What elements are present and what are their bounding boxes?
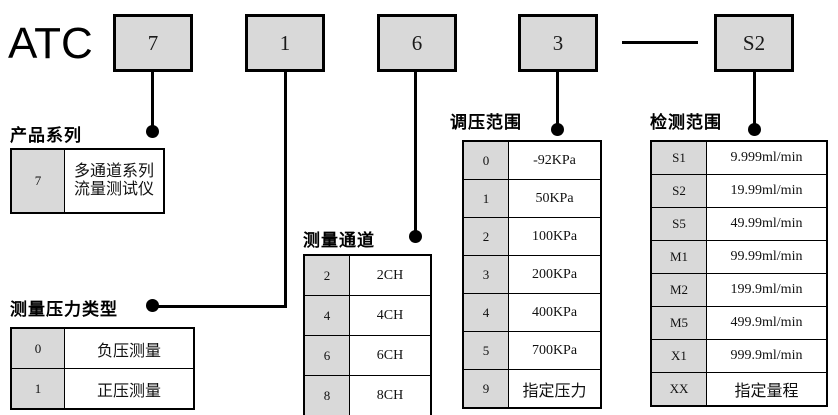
table-row[interactable]: X1 999.9ml/min (650, 339, 828, 373)
table-row[interactable]: S1 9.999ml/min (650, 140, 828, 175)
table-row[interactable]: S5 49.99ml/min (650, 207, 828, 241)
table-row[interactable]: 7 多通道系列 流量测试仪 (10, 148, 165, 214)
table-row[interactable]: S2 19.99ml/min (650, 174, 828, 208)
heading-pressure-type: 测量压力类型 (10, 300, 118, 319)
cell-value: 499.9ml/min (706, 306, 828, 340)
table-row[interactable]: 3 200KPa (462, 255, 602, 294)
cell-value: 2CH (349, 254, 432, 296)
table-row[interactable]: 1 50KPa (462, 179, 602, 218)
table-row[interactable]: 9 指定压力 (462, 369, 602, 409)
table-pressure-type: 0 负压测量 1 正压测量 (10, 327, 195, 410)
table-row[interactable]: 2 2CH (303, 254, 432, 296)
connector-series (151, 72, 154, 132)
separator-dash (622, 41, 698, 44)
connector-dot-series (146, 125, 159, 138)
cell-value: 49.99ml/min (706, 207, 828, 241)
table-series: 7 多通道系列 流量测试仪 (10, 148, 165, 214)
value-line-2: 流量测试仪 (73, 181, 154, 198)
table-row[interactable]: 1 正压测量 (10, 368, 195, 410)
code-box-pressure-type[interactable]: 1 (245, 14, 325, 72)
cell-code: 0 (10, 327, 65, 369)
cell-code: M2 (650, 273, 707, 307)
cell-code: 1 (10, 368, 65, 410)
cell-value: 负压测量 (64, 327, 195, 369)
brand-label: ATC (8, 19, 93, 68)
heading-detect-range: 检测范围 (650, 113, 722, 132)
table-channels: 2 2CH 4 4CH 6 6CH 8 8CH (303, 254, 432, 415)
table-row[interactable]: M5 499.9ml/min (650, 306, 828, 340)
cell-code: 5 (462, 331, 509, 370)
cell-code: S5 (650, 207, 707, 241)
table-row[interactable]: 4 400KPa (462, 293, 602, 332)
cell-code: XX (650, 372, 707, 407)
cell-code: 4 (303, 295, 350, 336)
cell-value: 指定量程 (706, 372, 828, 407)
table-row[interactable]: M2 199.9ml/min (650, 273, 828, 307)
cell-code: 0 (462, 140, 509, 180)
cell-code: 4 (462, 293, 509, 332)
cell-value: 正压测量 (64, 368, 195, 410)
cell-code: X1 (650, 339, 707, 373)
cell-code: 6 (303, 335, 350, 376)
table-row[interactable]: 6 6CH (303, 335, 432, 376)
table-row[interactable]: M1 99.99ml/min (650, 240, 828, 274)
cell-value: 999.9ml/min (706, 339, 828, 373)
table-row[interactable]: 0 负压测量 (10, 327, 195, 369)
cell-value: 100KPa (508, 217, 602, 256)
table-detect-range: S1 9.999ml/min S2 19.99ml/min S5 49.99ml… (650, 140, 828, 407)
table-row[interactable]: 8 8CH (303, 375, 432, 415)
cell-value: 400KPa (508, 293, 602, 332)
table-row[interactable]: 5 700KPa (462, 331, 602, 370)
code-box-channels[interactable]: 6 (377, 14, 457, 72)
code-box-series[interactable]: 7 (113, 14, 193, 72)
cell-code: 8 (303, 375, 350, 415)
connector-dot-pressure-type (146, 299, 159, 312)
cell-value: 99.99ml/min (706, 240, 828, 274)
cell-code: S1 (650, 140, 707, 175)
table-row[interactable]: XX 指定量程 (650, 372, 828, 407)
connector-detect-range (753, 72, 756, 130)
cell-code: 9 (462, 369, 509, 409)
code-box-detect-range[interactable]: S2 (714, 14, 794, 72)
connector-channels (414, 72, 417, 237)
connector-dot-pressure-range (551, 123, 564, 136)
table-row[interactable]: 2 100KPa (462, 217, 602, 256)
cell-value: 8CH (349, 375, 432, 415)
cell-value: 9.999ml/min (706, 140, 828, 175)
connector-pressure-type-vertical (284, 72, 287, 308)
cell-value: 6CH (349, 335, 432, 376)
cell-value: 700KPa (508, 331, 602, 370)
value-line-1: 多通道系列 (73, 163, 154, 181)
code-box-pressure-range[interactable]: 3 (518, 14, 598, 72)
cell-code: 2 (303, 254, 350, 296)
table-row[interactable]: 0 -92KPa (462, 140, 602, 180)
heading-pressure-range: 调压范围 (450, 113, 522, 132)
cell-value: 50KPa (508, 179, 602, 218)
cell-code: M1 (650, 240, 707, 274)
table-row[interactable]: 4 4CH (303, 295, 432, 336)
cell-value: -92KPa (508, 140, 602, 180)
cell-code: 1 (462, 179, 509, 218)
connector-pressure-type-horizontal (152, 305, 287, 308)
connector-dot-detect-range (748, 123, 761, 136)
cell-code: M5 (650, 306, 707, 340)
cell-code: 2 (462, 217, 509, 256)
cell-value: 199.9ml/min (706, 273, 828, 307)
heading-channels: 测量通道 (303, 231, 375, 250)
cell-value: 19.99ml/min (706, 174, 828, 208)
table-pressure-range: 0 -92KPa 1 50KPa 2 100KPa 3 200KPa 4 400… (462, 140, 602, 409)
cell-value: 200KPa (508, 255, 602, 294)
cell-value: 多通道系列 流量测试仪 (64, 148, 165, 214)
heading-series: 产品系列 (10, 126, 82, 145)
cell-value: 指定压力 (508, 369, 602, 409)
cell-code: 3 (462, 255, 509, 294)
connector-pressure-range (556, 72, 559, 130)
cell-code: S2 (650, 174, 707, 208)
cell-code: 7 (10, 148, 65, 214)
connector-dot-channels (409, 230, 422, 243)
cell-value: 4CH (349, 295, 432, 336)
